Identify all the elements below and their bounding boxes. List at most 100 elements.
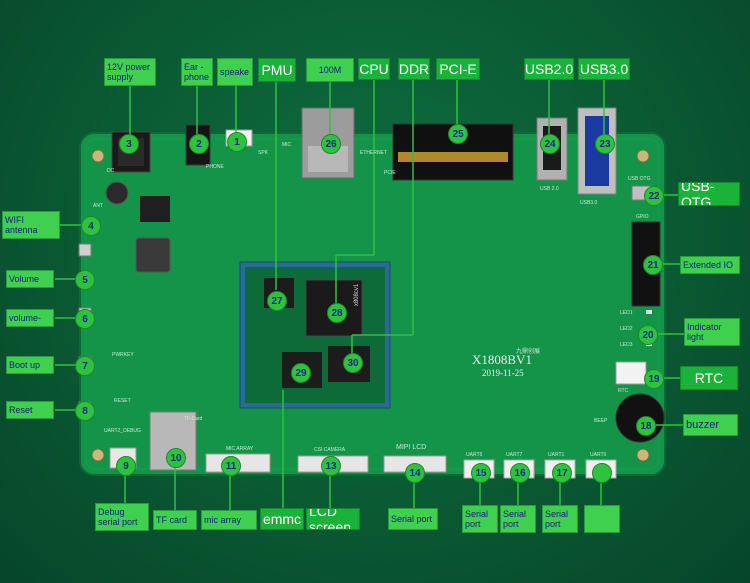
silk-mic: MIC	[282, 142, 292, 148]
marker-7: 7	[75, 356, 95, 376]
silk-gpio: GPIO	[636, 214, 649, 220]
label-serial-port-16: Serial port	[542, 505, 578, 533]
marker-9: 9	[116, 456, 136, 476]
marker-5: 5	[75, 270, 95, 290]
marker-27: 27	[267, 291, 287, 311]
mount-hole	[636, 448, 650, 462]
label-serial-port-17	[584, 505, 620, 533]
capacitor	[105, 181, 129, 205]
label-serial-port-14: Serial port	[462, 505, 498, 533]
marker-29: 29	[291, 363, 311, 383]
silk-uart7: UART7	[506, 452, 523, 458]
wifi-module	[135, 237, 171, 273]
silk-usb-otg: USB OTG	[628, 176, 651, 182]
silk-led2: LED2	[620, 326, 633, 332]
label-tf-card: TF card	[153, 510, 197, 530]
board-logo-text: 九鼎创展	[516, 349, 541, 355]
silk-dc: DC	[107, 168, 115, 174]
marker-4: 4	[81, 216, 101, 236]
label-speaker: speake	[217, 58, 253, 86]
chip-marking: x808cv1	[354, 283, 361, 307]
mount-hole	[91, 448, 105, 462]
label-usb2: USB2.0	[524, 58, 574, 80]
rtc-connector	[615, 361, 647, 385]
label-buzzer: buzzer	[683, 414, 738, 436]
silk-uart6: UART6	[466, 452, 483, 458]
silk-uart1: UART1	[548, 452, 565, 458]
label-emmc: emmc	[260, 508, 304, 530]
silk-mic-array: MIC ARRAY	[226, 446, 254, 452]
label-volume-minus: volume-	[6, 309, 54, 327]
marker-8: 8	[75, 401, 95, 421]
led1	[646, 310, 652, 314]
label-lcd-screen: Serial port	[388, 508, 438, 530]
marker-3: 3	[119, 134, 139, 154]
label-pci-e: PCI-E	[436, 58, 480, 80]
marker-28: 28	[327, 303, 347, 323]
marker-23: 23	[595, 134, 615, 154]
silk-ethernet: ETHERNET	[360, 150, 387, 156]
silk-reset: RESET	[114, 398, 131, 404]
label-cpu: CPU	[358, 58, 390, 80]
label-volume-plus: Volume	[6, 270, 54, 288]
marker-30: 30	[343, 353, 363, 373]
marker-24: 24	[540, 134, 560, 154]
silk-led3: LED3	[620, 342, 633, 348]
label-extended-io: Extended IO	[680, 256, 740, 274]
marker-1: 1	[227, 132, 247, 152]
marker-26: 26	[321, 134, 341, 154]
label-usb-otg: USB-OTG	[678, 182, 740, 206]
marker-16: 17	[552, 463, 572, 483]
mount-hole	[636, 149, 650, 163]
label-rtc: RTC	[680, 366, 738, 390]
silk-spk: SPK	[258, 150, 269, 156]
marker-19: 19	[644, 369, 664, 389]
label-boot-up: Boot up	[6, 356, 54, 374]
board-model: X1808BV1	[472, 352, 532, 367]
marker-20: 20	[638, 325, 658, 345]
silk-usb2: USB 2.0	[540, 186, 559, 192]
label-pmu: PMU	[258, 58, 296, 82]
marker-15: 16	[510, 463, 530, 483]
label-reset: Reset	[6, 401, 54, 419]
silk-uart0: UART0	[590, 452, 607, 458]
inductor	[140, 196, 170, 222]
marker-12: 13	[321, 456, 341, 476]
label-12v-power-supply: 12V power supply	[104, 58, 156, 86]
silk-led1: LED1	[620, 310, 633, 316]
label-debug-serial-port: Debug serial port	[95, 503, 149, 531]
label-serial-port-15: Serial port	[500, 505, 536, 533]
silk-rtc: RTC	[618, 388, 629, 394]
marker-21: 21	[643, 255, 663, 275]
volume-plus-button	[78, 243, 92, 257]
marker-10: 10	[166, 448, 186, 468]
marker-14: 15	[471, 463, 491, 483]
marker-6: 6	[75, 309, 95, 329]
marker-13: 14	[405, 463, 425, 483]
label-usb3: USB3.0	[578, 58, 630, 80]
silk-usb3: USB3.0	[580, 200, 598, 206]
marker-17	[592, 463, 612, 483]
label-wifi-antenna: WIFI antenna	[2, 211, 60, 239]
mount-hole	[91, 149, 105, 163]
marker-18: 18	[636, 416, 656, 436]
leader-lines	[55, 80, 684, 510]
silk-mipi-lcd: MIPI LCD	[396, 444, 427, 451]
marker-25: 25	[448, 124, 468, 144]
label-ddr: DDR	[398, 58, 430, 80]
silk-uart2-debug: UART2_DEBUG	[104, 428, 141, 434]
board-date: 2019-11-25	[482, 368, 524, 378]
marker-11: 11	[221, 456, 241, 476]
silk-csi-camera: CSI CAMERA	[314, 447, 346, 453]
marker-2: 2	[189, 134, 209, 154]
label-camera: LCD screen	[306, 508, 360, 530]
label-indicator-light: Indicator light	[684, 318, 740, 346]
silk-ant: ANT	[93, 203, 103, 209]
silk-phone: PHONE	[206, 164, 224, 170]
pcie-contacts	[398, 152, 508, 162]
silk-pwrkey: PWRKEY	[112, 352, 134, 358]
label-mic-array: mic array	[201, 510, 257, 530]
silk-pcie: PCIE	[384, 170, 396, 176]
